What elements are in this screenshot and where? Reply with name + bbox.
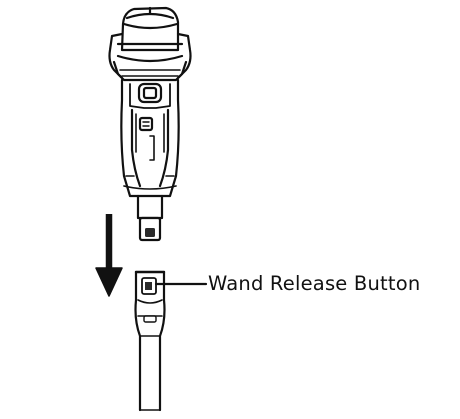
motor-housing bbox=[108, 32, 192, 82]
down-arrow-icon bbox=[95, 214, 123, 297]
handle-body bbox=[120, 78, 180, 198]
dust-cup-cap bbox=[120, 6, 180, 52]
wand-release-button bbox=[141, 277, 157, 295]
nozzle-connector bbox=[136, 194, 164, 242]
wand-release-button-label: Wand Release Button bbox=[208, 272, 421, 295]
handheld-vacuum-unit bbox=[108, 6, 192, 242]
extension-wand bbox=[134, 270, 166, 412]
